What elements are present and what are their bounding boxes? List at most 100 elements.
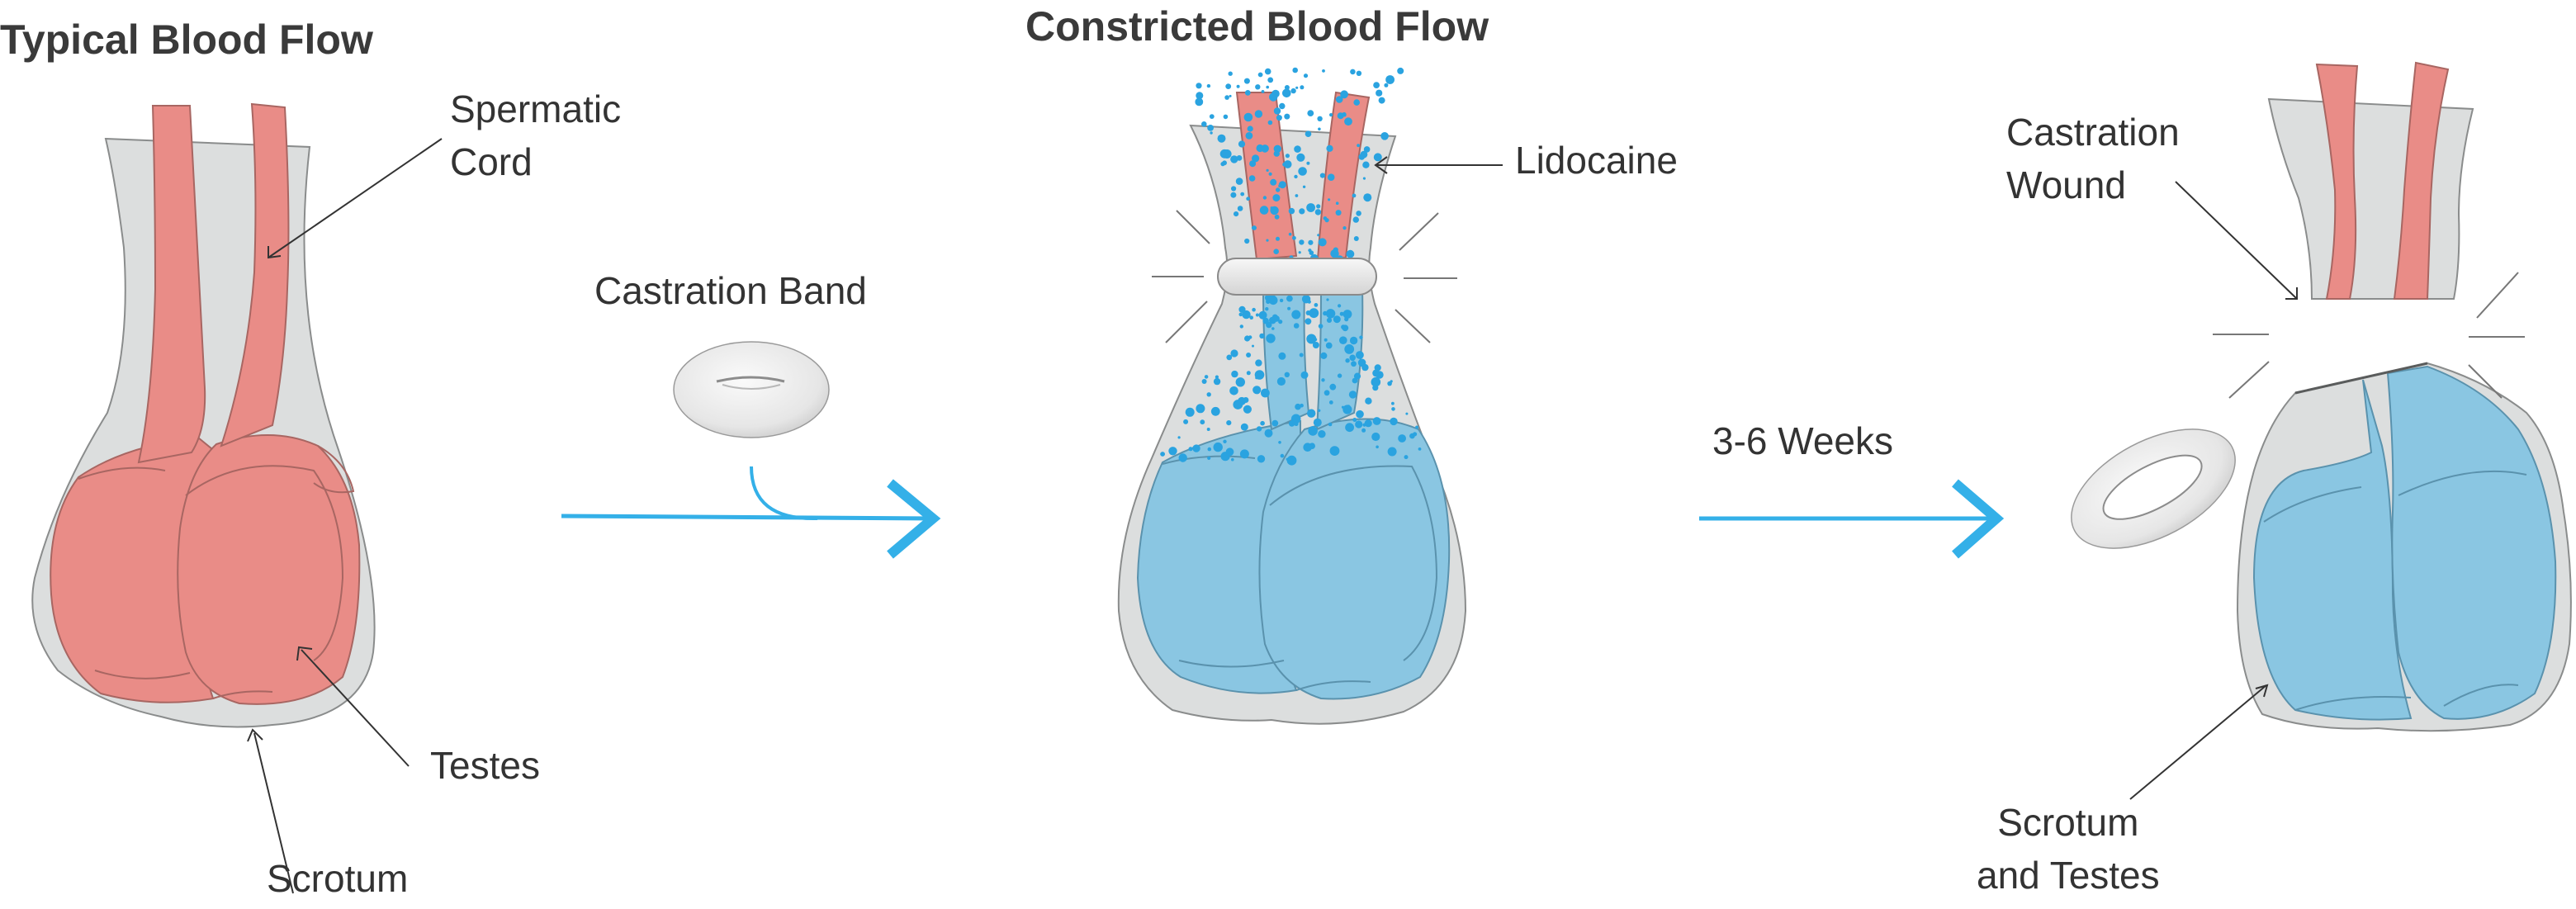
- lidocaine-dot: [1376, 89, 1383, 97]
- lidocaine-dot: [1391, 407, 1395, 411]
- lidocaine-dot: [1307, 110, 1314, 117]
- lidocaine-dot: [1213, 377, 1221, 386]
- lidocaine-dot: [1259, 333, 1265, 339]
- lidocaine-dot: [1246, 353, 1252, 357]
- lidocaine-dot: [1286, 455, 1297, 466]
- lidocaine-dot: [1226, 354, 1233, 361]
- lidocaine-dot: [1413, 432, 1418, 437]
- lidocaine-dot: [1270, 178, 1277, 186]
- lidocaine-dot: [1346, 249, 1355, 258]
- lidocaine-dot: [1328, 422, 1333, 427]
- lidocaine-dot: [1307, 409, 1316, 417]
- lidocaine-dot: [1246, 371, 1251, 376]
- lidocaine-dot: [1362, 423, 1366, 427]
- lidocaine-dot: [1284, 113, 1290, 120]
- lidocaine-dot: [1183, 419, 1189, 424]
- lidocaine-dot: [1206, 392, 1211, 397]
- lidocaine-dot: [1247, 125, 1253, 132]
- lidocaine-dot: [1330, 249, 1339, 258]
- lidocaine-dot: [1224, 95, 1229, 100]
- lidocaine-dot: [1240, 423, 1248, 431]
- transition-arrow-2: [1699, 479, 2005, 559]
- lidocaine-dot: [1230, 349, 1238, 357]
- lidocaine-dot: [1340, 90, 1348, 99]
- lidocaine-dot: [1329, 446, 1340, 456]
- label-testes: Testes: [430, 744, 540, 787]
- lidocaine-dot: [1363, 146, 1371, 153]
- lidocaine-dot: [1252, 307, 1256, 312]
- lidocaine-dot: [1217, 134, 1226, 143]
- lidocaine-dot: [1185, 407, 1195, 417]
- lidocaine-dot: [1225, 83, 1232, 89]
- castration-band-applied: [1217, 258, 1377, 296]
- lidocaine-dot: [1207, 456, 1211, 461]
- lidocaine-dot: [1347, 405, 1351, 409]
- lidocaine-dot: [1322, 69, 1325, 73]
- lidocaine-dot: [1260, 420, 1265, 426]
- lidocaine-dot: [1329, 383, 1337, 391]
- lidocaine-dot: [1196, 404, 1205, 414]
- pressure-lines: [1152, 210, 1457, 343]
- lidocaine-dot: [1168, 447, 1177, 456]
- lidocaine-dot: [1255, 313, 1259, 317]
- lidocaine-dot: [1226, 419, 1232, 426]
- lidocaine-dot: [1326, 317, 1333, 323]
- lidocaine-dot: [1345, 358, 1350, 363]
- lidocaine-dot: [1278, 320, 1283, 324]
- lidocaine-dot: [1358, 156, 1362, 159]
- detached-tissue: [2267, 97, 2474, 300]
- lidocaine-dot: [1239, 324, 1244, 329]
- lidocaine-dot: [1229, 94, 1232, 97]
- lidocaine-dot: [1269, 92, 1278, 102]
- lidocaine-dot: [1352, 216, 1360, 223]
- lidocaine-dot: [1244, 335, 1251, 342]
- lidocaine-dot: [1405, 412, 1409, 415]
- lidocaine-dot: [1372, 417, 1381, 425]
- lidocaine-dot: [1294, 174, 1298, 179]
- lidocaine-dot: [1306, 161, 1310, 165]
- lidocaine-dot: [1300, 371, 1309, 379]
- lidocaine-dot: [1259, 206, 1269, 215]
- lidocaine-dot: [1264, 428, 1273, 438]
- lidocaine-dot: [1255, 84, 1261, 90]
- lidocaine-dot: [1222, 160, 1227, 166]
- lidocaine-dot: [1209, 114, 1215, 120]
- label-duration: 3-6 Weeks: [1712, 419, 1894, 462]
- lidocaine-dot: [1292, 67, 1298, 73]
- lidocaine-dot: [1196, 92, 1204, 100]
- lidocaine-dot: [1318, 409, 1321, 412]
- right-testis-after: [2386, 365, 2557, 720]
- lidocaine-dot: [1299, 208, 1305, 215]
- right-testis: [177, 434, 361, 705]
- lidocaine-dot: [1285, 154, 1290, 159]
- left-spermatic-cord: [137, 105, 206, 464]
- lidocaine-dot: [1234, 211, 1239, 217]
- lidocaine-dot: [1298, 251, 1301, 254]
- lidocaine-dot: [1299, 239, 1305, 245]
- lidocaine-dot: [1321, 378, 1325, 382]
- lidocaine-dot: [1356, 211, 1361, 216]
- lidocaine-dot: [1255, 376, 1258, 380]
- lidocaine-dot: [1270, 206, 1273, 210]
- lidocaine-dot: [1329, 113, 1333, 117]
- lidocaine-dot: [1344, 317, 1349, 322]
- title-typical-blood-flow: Typical Blood Flow: [0, 17, 373, 63]
- lidocaine-dot: [1282, 162, 1286, 167]
- lidocaine-dot: [1268, 296, 1278, 305]
- lidocaine-dot: [1312, 342, 1319, 348]
- lidocaine-dot: [1335, 201, 1339, 205]
- lidocaine-dot: [1160, 452, 1165, 457]
- lidocaine-dot: [1284, 372, 1290, 377]
- lidocaine-dot: [1271, 419, 1279, 427]
- lidocaine-dot: [1326, 298, 1329, 301]
- lidocaine-dot: [1324, 390, 1330, 396]
- lidocaine-dot: [1335, 210, 1342, 216]
- lidocaine-dot: [1300, 85, 1305, 90]
- lidocaine-dot: [1352, 418, 1357, 422]
- lidocaine-dot: [1344, 344, 1355, 354]
- lidocaine-dot: [1344, 117, 1352, 126]
- lidocaine-dot: [1231, 370, 1238, 378]
- lidocaine-dot: [1287, 306, 1291, 310]
- lidocaine-dot: [1306, 334, 1317, 344]
